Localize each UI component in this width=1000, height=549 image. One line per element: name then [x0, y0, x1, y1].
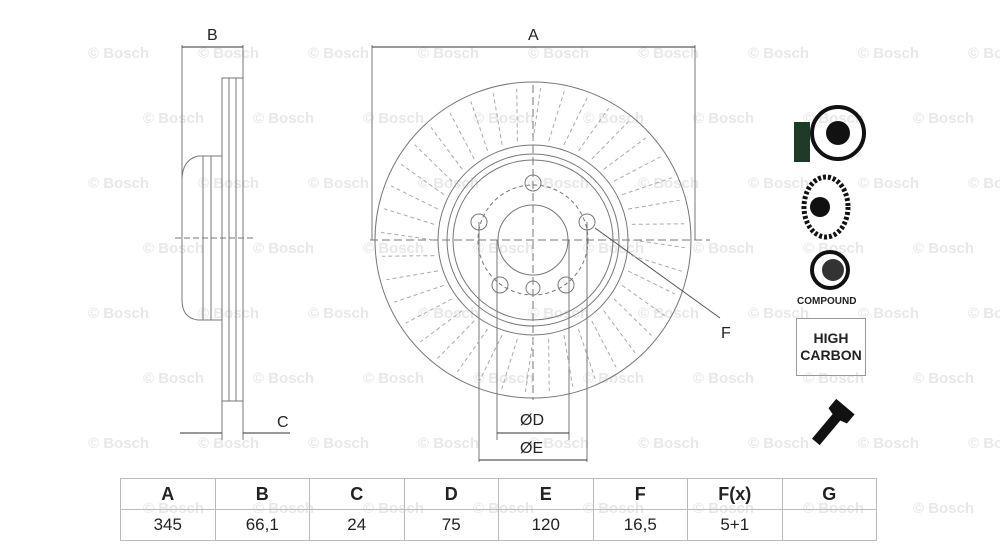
dimension-label-f: F: [721, 325, 731, 342]
high-carbon-line2: CARBON: [800, 347, 862, 363]
spec-value: 66,1: [214, 509, 310, 541]
spec-value: [781, 509, 877, 541]
spec-table: A B C D E F F(x) G 345 66,1 24 75 120 16…: [120, 478, 877, 541]
spec-header: F(x): [687, 478, 783, 510]
spec-header: A: [120, 478, 216, 510]
vented-disc-icon: [801, 174, 851, 240]
spec-value: 24: [309, 509, 405, 541]
spec-value: 75: [403, 509, 499, 541]
spec-value-row: 345 66,1 24 75 120 16,5 5+1: [120, 509, 877, 541]
dimension-label-d: ØD: [520, 412, 544, 429]
compound-label: COMPOUND: [797, 296, 857, 307]
spec-value: 120: [498, 509, 594, 541]
spec-header: C: [309, 478, 405, 510]
spec-value: 16,5: [592, 509, 688, 541]
dimension-label-b: B: [207, 27, 218, 44]
compound-disc-icon: [810, 250, 850, 290]
dimension-label-e: ØE: [520, 440, 544, 457]
dimension-label-c: C: [277, 414, 289, 431]
spec-value: 345: [120, 509, 216, 541]
coated-disc-icon: [794, 105, 866, 162]
high-carbon-line1: HIGH: [813, 330, 849, 346]
spec-header: F: [592, 478, 688, 510]
spec-value: 5+1: [687, 509, 783, 541]
spec-header: G: [781, 478, 877, 510]
spec-header: D: [403, 478, 499, 510]
spec-header: E: [498, 478, 594, 510]
high-carbon-badge: HIGH CARBON: [796, 318, 866, 376]
spec-header: B: [214, 478, 310, 510]
dimension-label-a: A: [528, 27, 539, 44]
screw-icon: [812, 398, 855, 446]
spec-header-row: A B C D E F F(x) G: [120, 478, 877, 510]
